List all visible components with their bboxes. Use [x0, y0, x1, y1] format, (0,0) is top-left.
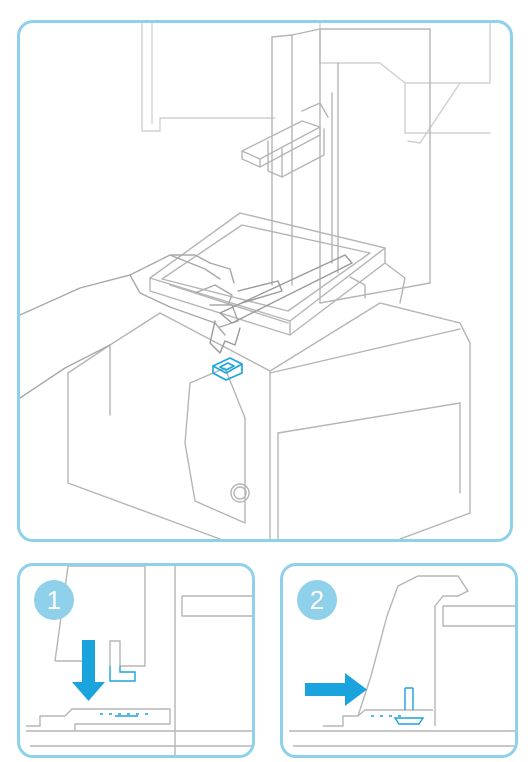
- printer-base: [68, 303, 470, 539]
- step-2-badge: 2: [297, 580, 337, 620]
- step-2-panel: 2: [280, 563, 518, 758]
- step-1-badge: 1: [34, 580, 74, 620]
- build-platform-carriage: [242, 103, 328, 177]
- step-2-latch-highlight: [371, 688, 423, 724]
- printer-illustration: [20, 23, 510, 539]
- down-arrow-icon: [72, 640, 105, 701]
- step-1-panel: 1: [17, 563, 255, 758]
- right-arrow-icon: [305, 673, 367, 706]
- resin-tank: [150, 213, 405, 335]
- main-illustration-panel: [17, 20, 513, 542]
- tank-latch-highlight: [213, 358, 242, 380]
